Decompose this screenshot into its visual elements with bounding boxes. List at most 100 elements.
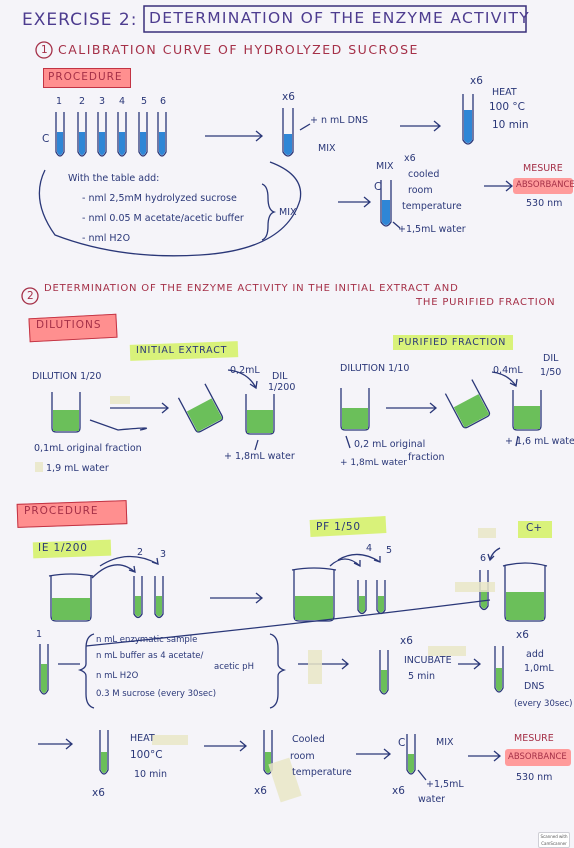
pf-volume-label: 0,4mL [493, 365, 523, 376]
heat-label-2: HEAT [130, 733, 155, 744]
incubate-label: INCUBATE [404, 655, 452, 666]
with-table-label: With the table add: [68, 173, 160, 184]
x6-label-c: x6 [404, 153, 416, 164]
procedure-item-sucrose: 0.3 M sucrose (every 30sec) [96, 689, 217, 699]
add-dns-label: + n mL DNS [310, 115, 369, 126]
temperature-label-2: temperature [292, 767, 352, 778]
temperature-label: temperature [402, 201, 462, 212]
pf-dil-label: DIL [543, 353, 559, 364]
purified-fraction-highlight [393, 335, 513, 350]
dilutions-label: DILUTIONS [36, 319, 102, 331]
title-prefix: EXERCISE 2: [22, 10, 138, 30]
x6-heat: x6 [92, 787, 105, 799]
initial-extract-label: INITIAL EXTRACT [136, 345, 228, 356]
cooled-label-2: Cooled [292, 734, 325, 745]
procedure-highlight [43, 68, 131, 88]
procedure2-label: PROCEDURE [24, 505, 99, 517]
ie-original-label: 0,1mL original fraction [34, 443, 142, 454]
mix-label: MIX [318, 143, 336, 154]
water-label: +1,5mL water [398, 224, 466, 235]
absorbance-highlight-2 [505, 749, 571, 766]
water-label-3: water [418, 794, 446, 805]
room-label: room [408, 185, 433, 196]
add-label: add [526, 649, 544, 660]
tube-number-4: 4 [119, 96, 126, 107]
add-dns: DNS [524, 681, 545, 692]
section2-heading-line2: THE PURIFIED FRACTION [416, 297, 556, 308]
add-volume: 1,0mL [524, 663, 554, 674]
x6-incubate: x6 [400, 635, 413, 647]
heat-time-2: 10 min [134, 769, 168, 780]
pf-water2-label: + 1,6 mL water [505, 436, 574, 447]
procedure-item-buffer: n mL buffer as 4 acetate/ [96, 651, 204, 661]
absorbance-label: ABSORBANCE [516, 180, 574, 190]
x6-mix: x6 [392, 785, 405, 797]
wavelength-label: 530 nm [526, 198, 563, 209]
x6-label-b: x6 [470, 75, 483, 87]
measure-label-2: MESURE [514, 733, 554, 744]
tube-3-label: 3 [160, 549, 167, 560]
ie-volume-label: 0,2mL [230, 365, 260, 376]
procedure-label: PROCEDURE [48, 71, 123, 83]
room-label-2: room [290, 751, 315, 762]
mix-label-3: MIX [436, 737, 454, 748]
pf-ratio-procedure: PF 1/50 [316, 521, 361, 533]
ie-water2-label: + 1,8mL water [224, 451, 295, 462]
ie-dil-label: DIL [272, 371, 288, 382]
control-label: C [42, 133, 50, 145]
pf-original-label: 0,2 mL original [354, 439, 426, 450]
tube-number-1: 1 [56, 96, 63, 107]
ie-dilution-label: DILUTION 1/20 [32, 371, 102, 382]
purified-fraction-label: PURIFIED FRACTION [398, 337, 507, 348]
mix-brace-label: MIX [279, 207, 297, 218]
procedure-item-ph: acetic pH [214, 662, 254, 672]
x6-label-a: x6 [282, 91, 295, 103]
heat-temp: 100 °C [489, 101, 525, 113]
x6-cooled: x6 [254, 785, 267, 797]
tube-1-label: 1 [36, 629, 43, 640]
x6-add: x6 [516, 629, 529, 641]
pf-water-label: + 1,8mL water [340, 458, 407, 468]
heat-time: 10 min [492, 119, 529, 131]
list-item-water: - nml H2O [82, 233, 131, 244]
tube-number-3: 3 [99, 96, 106, 107]
procedure-item-water: n mL H2O [96, 671, 139, 681]
ie-ratio-procedure: IE 1/200 [38, 542, 88, 554]
tube-4-label: 4 [366, 543, 373, 554]
section1-number: 1 [41, 44, 48, 56]
water-label-2: +1,5mL [426, 779, 464, 790]
ie-water-label: 1,9 mL water [46, 463, 109, 474]
tube-number-2: 2 [79, 96, 86, 107]
list-item-sucrose: - nml 2,5mM hydrolyzed sucrose [82, 193, 237, 204]
tube-number-6: 6 [160, 96, 167, 107]
tube-5-label: 5 [386, 545, 393, 556]
scanner-badge: Scanned with CamScanner [538, 832, 570, 848]
tube-6-label: 6 [480, 553, 487, 564]
heat-temp-2: 100°C [130, 749, 163, 761]
absorbance-highlight-1 [513, 178, 573, 194]
pf-ratio-label: 1/50 [540, 367, 562, 378]
section2-heading-line1: DETERMINATION OF THE ENZYME ACTIVITY IN … [44, 283, 459, 294]
list-item-buffer: - nml 0.05 M acetate/acetic buffer [82, 213, 244, 224]
tube-number-5: 5 [141, 96, 148, 107]
control-label-3: C [398, 737, 406, 749]
cplus-highlight [518, 521, 552, 538]
pf-dilution-label: DILUTION 1/10 [340, 363, 410, 374]
procedure-item-sample: n mL enzymatic sample [96, 635, 198, 645]
section2-number: 2 [27, 290, 34, 302]
wavelength-label-2: 530 nm [516, 772, 553, 783]
cooled-label: cooled [408, 169, 440, 180]
incubate-time: 5 min [408, 671, 435, 682]
ie-ratio-label: 1/200 [268, 382, 296, 393]
absorbance-label-2: ABSORBANCE [508, 752, 567, 762]
measure-label: MESURE [523, 163, 563, 174]
section1-heading: CALIBRATION CURVE OF HYDROLYZED SUCROSE [58, 42, 419, 57]
pf-fraction-label: fraction [408, 452, 445, 463]
cplus-label: C+ [526, 522, 543, 534]
mix-label-2: MIX [376, 161, 394, 172]
control-label-2: C [374, 181, 382, 193]
heat-label: HEAT [492, 87, 517, 98]
page-title: DETERMINATION OF THE ENZYME ACTIVITY [149, 9, 531, 27]
